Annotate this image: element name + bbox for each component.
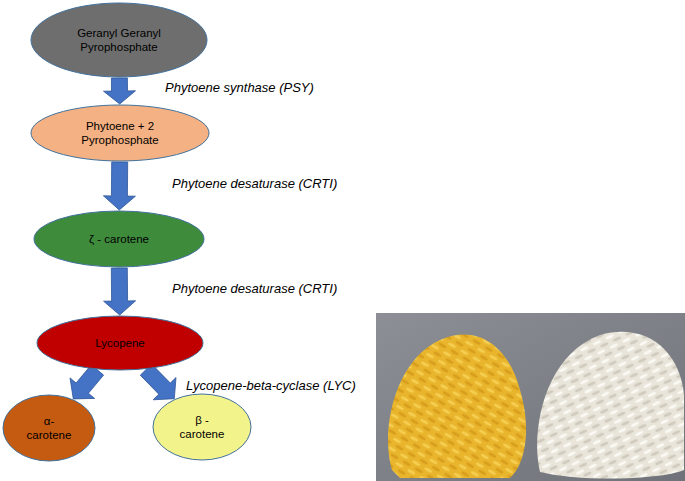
ellipse-shape: [37, 316, 203, 370]
pathway-ellipse: Phytoene + 2 Pyrophosphate: [30, 104, 210, 162]
ellipse-outline: [30, 104, 210, 162]
ellipse-shape: [34, 211, 204, 267]
enzyme-label: Phytoene desaturase (CRTI): [172, 281, 337, 296]
compound-name: Lycopene: [60, 336, 180, 350]
ellipse-outline: [30, 2, 208, 78]
pathway-ellipse: α- carotene: [2, 394, 96, 462]
ellipse-shape: [31, 105, 209, 161]
pathway-ellipse: Geranyl Geranyl Pyrophosphate: [30, 2, 208, 78]
ellipse-shape: [31, 3, 207, 77]
block-arrow: [140, 364, 176, 400]
ellipse-shape: [153, 394, 251, 460]
ellipse-outline: [152, 393, 252, 461]
block-arrow: [104, 78, 136, 104]
block-arrow: [103, 162, 135, 210]
compound-name: ζ - carotene: [59, 232, 179, 246]
golden-rice-pile: [388, 334, 526, 478]
pathway-ellipse: Lycopene: [36, 315, 204, 371]
compound-name: α- carotene: [21, 414, 77, 442]
enzyme-label: Lycopene-beta-cyclase (LYC): [186, 378, 356, 393]
enzyme-label: Phytoene synthase (PSY): [165, 80, 314, 95]
compound-name: β - carotene: [174, 413, 230, 441]
pathway-ellipse: β - carotene: [152, 393, 252, 461]
photo-background: [376, 313, 685, 481]
ellipse-outline: [2, 394, 96, 462]
white-rice-pile: [537, 332, 684, 479]
block-arrow: [70, 365, 104, 399]
compound-name: Phytoene + 2 Pyrophosphate: [70, 119, 170, 147]
pathway-ellipse: ζ - carotene: [33, 210, 205, 268]
compound-name: Geranyl Geranyl Pyrophosphate: [74, 26, 164, 54]
block-arrow: [104, 268, 136, 315]
ellipse-shape: [3, 395, 95, 461]
enzyme-label: Phytoene desaturase (CRTI): [172, 176, 337, 191]
